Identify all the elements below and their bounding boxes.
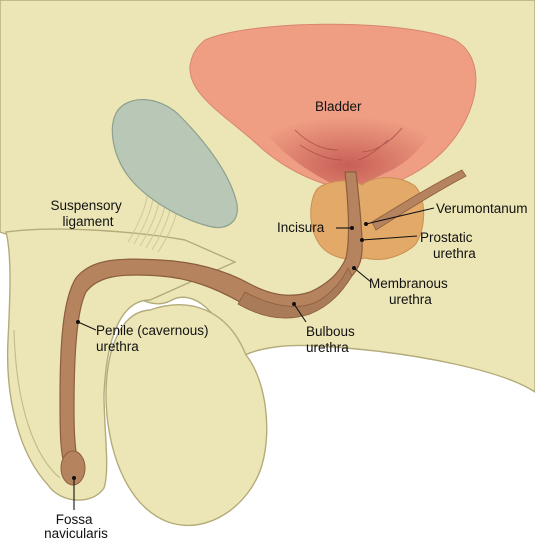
glans-fold bbox=[13, 329, 61, 479]
fossa-navicularis-shape bbox=[60, 450, 86, 486]
bladder-rugae bbox=[294, 127, 403, 161]
label-prostatic-urethra: Prostatic urethra bbox=[420, 230, 476, 261]
label-fossa-navicularis: Fossa navicularis bbox=[44, 512, 108, 540]
label-membranous-urethra: Membranous urethra bbox=[369, 276, 452, 307]
bladder-neck-shading bbox=[248, 95, 441, 185]
leaders bbox=[72, 207, 435, 510]
label-bladder: Bladder bbox=[315, 99, 362, 114]
label-membranous-urethra-line1: Membranous bbox=[369, 276, 448, 291]
label-bulbous-urethra: Bulbous urethra bbox=[306, 324, 359, 355]
label-suspensory-ligament-line2: ligament bbox=[62, 214, 113, 229]
pubic-bone bbox=[111, 98, 238, 229]
prostate bbox=[310, 177, 425, 260]
label-penile-urethra-line1: Penile (cavernous) bbox=[96, 323, 209, 338]
label-prostatic-urethra-line1: Prostatic bbox=[420, 230, 473, 245]
label-penile-urethra-line2: urethra bbox=[96, 339, 139, 354]
label-fossa-navicularis-line1: Fossa bbox=[56, 512, 93, 527]
label-prostatic-urethra-line2: urethra bbox=[433, 246, 476, 261]
label-suspensory-ligament-line1: Suspensory bbox=[50, 198, 122, 213]
scrotum bbox=[105, 304, 268, 527]
label-bulbous-urethra-line1: Bulbous bbox=[306, 324, 355, 339]
label-suspensory-ligament: Suspensory ligament bbox=[50, 198, 125, 229]
label-membranous-urethra-line2: urethra bbox=[389, 292, 432, 307]
label-incisura: Incisura bbox=[277, 220, 325, 235]
label-fossa-navicularis-line2: navicularis bbox=[44, 526, 108, 540]
label-penile-urethra: Penile (cavernous) urethra bbox=[96, 323, 212, 354]
label-verumontanum: Verumontanum bbox=[436, 201, 528, 216]
label-bulbous-urethra-line2: urethra bbox=[306, 340, 349, 355]
